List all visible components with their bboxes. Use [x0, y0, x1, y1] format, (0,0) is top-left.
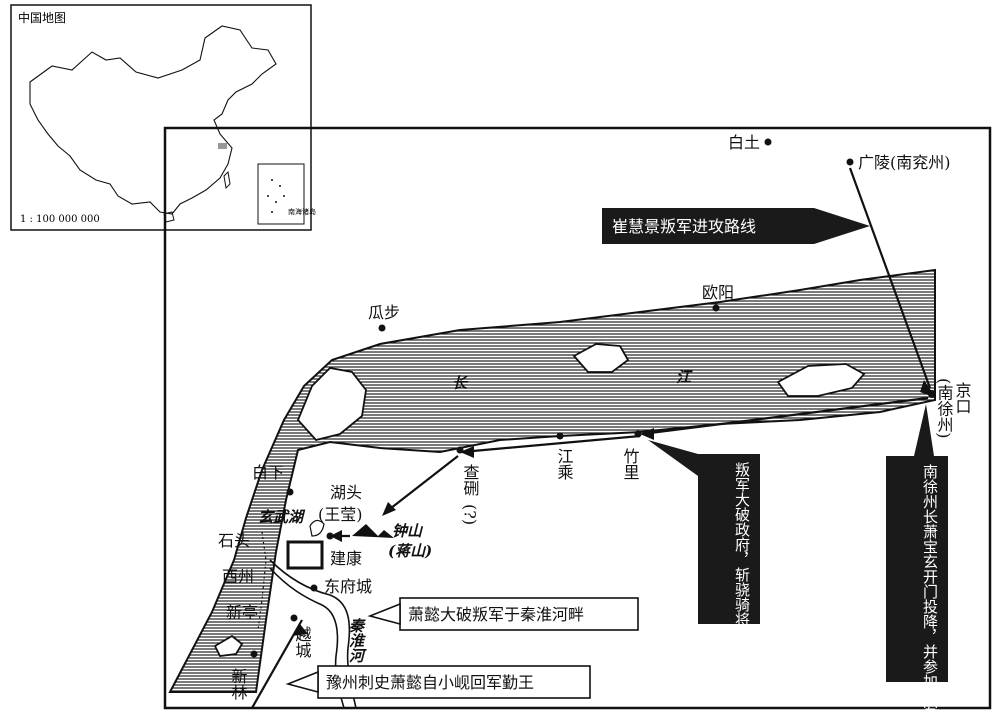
callout-route: 崔慧景叛军进攻路线	[602, 208, 870, 244]
route-arrow-2	[640, 428, 654, 440]
south-sea-box	[257, 163, 305, 225]
callout-route-text: 崔慧景叛军进攻路线	[612, 217, 756, 236]
main-map-frame	[163, 126, 992, 710]
attack-route	[251, 167, 932, 709]
label-jiang: 江	[676, 368, 693, 386]
label-nanxuzhou: (南徐州)	[935, 378, 954, 438]
label-baixia: 白下	[252, 463, 284, 482]
dot-dongfucheng	[310, 584, 318, 592]
label-ouyang: 欧阳	[702, 283, 734, 302]
xuanwu-lake	[309, 519, 325, 537]
dot-guangling	[846, 158, 854, 166]
dot-hutou	[326, 532, 334, 540]
label-guangling: 广陵(南兖州)	[858, 153, 951, 172]
dot-xinlin	[250, 650, 258, 658]
dot-baixia	[286, 488, 294, 496]
route-arrow-5	[330, 530, 342, 542]
south-sea-islands	[267, 179, 285, 213]
dot-ouyang	[712, 304, 720, 312]
label-jiankang: 建康	[330, 549, 362, 568]
label-jingkou: 京口	[953, 382, 972, 414]
callout-xiaobaoxuan: 南徐州长萧宝玄开门投降，并参加叛军行列	[886, 404, 948, 721]
zhongshan-mountain	[352, 524, 394, 538]
label-hutou: 湖头	[330, 483, 362, 502]
label-wangying: (王莹)	[318, 505, 363, 524]
label-baitu: 白土	[728, 133, 760, 152]
label-guabu: 瓜步	[368, 303, 400, 322]
dot-jingkou	[928, 390, 936, 398]
dot-jiangcheng	[556, 432, 564, 440]
label-xinlin: 新林	[229, 668, 248, 700]
china-outline	[29, 25, 277, 215]
label-jiangshan: (蒋山)	[388, 542, 432, 560]
dot-guabu	[378, 324, 386, 332]
label-yuecheng: 越城	[293, 626, 312, 659]
label-jiangcheng: 江乘	[555, 448, 574, 480]
label-dongfucheng: 东府城	[324, 577, 372, 596]
label-chang: 长	[452, 374, 469, 392]
label-shitou: 石头	[218, 531, 250, 550]
callout-xiaoyi-return: 豫州刺史萧懿自小岘回军勤王	[285, 665, 591, 699]
dot-yuecheng	[290, 614, 298, 622]
route-arrow-6	[292, 624, 308, 636]
label-chali-q: (?)	[461, 504, 480, 525]
label-chali: 查硎	[461, 464, 480, 497]
south-sea-label: 南海诸岛	[288, 207, 316, 216]
callout-xiaobaoxuan-text: 南徐州长萧宝玄开门投降，并参加叛军行列	[921, 464, 939, 717]
label-zhongshan: 钟山	[392, 522, 424, 540]
route-arrow-3	[460, 446, 474, 458]
callout-xiaoyi-victory-text: 萧懿大破叛军于秦淮河畔	[408, 605, 584, 624]
inset-title: 中国地图	[18, 10, 66, 25]
label-xizhou: 西州	[222, 567, 254, 586]
river-island-2	[572, 343, 630, 373]
label-zhuli: 竹里	[621, 448, 640, 480]
callout-xiaoyi-victory: 萧懿大破叛军于秦淮河畔	[367, 597, 639, 631]
dot-baitu	[764, 138, 772, 146]
jiankang-city	[286, 540, 324, 570]
river-island-1	[296, 367, 367, 442]
inset-map: 中国地图 南海诸岛 1 : 100 000 000	[10, 4, 316, 231]
yangtze-river	[168, 268, 936, 693]
dot-chali	[456, 446, 464, 454]
study-area-marker	[218, 143, 227, 149]
river-island-3	[776, 363, 866, 397]
inset-scale: 1 : 100 000 000	[20, 214, 100, 225]
callout-xiaoyi-return-text: 豫州刺史萧懿自小岘回军勤王	[326, 673, 534, 692]
callout-zhangfohu-text: 叛军大破政府，斩骁骑将军张佛护	[733, 462, 751, 688]
river-island-4	[213, 634, 244, 657]
label-xuanwuhu: 玄武湖	[258, 508, 306, 526]
label-xinting: 新亭	[226, 603, 258, 622]
route-arrow-4	[382, 502, 396, 516]
taiwan-island	[223, 170, 231, 190]
label-qinhuaihe: 秦淮河	[346, 618, 366, 663]
dot-zhuli	[634, 430, 642, 438]
callout-zhangfohu: 叛军大破政府，斩骁骑将军张佛护	[648, 440, 760, 688]
